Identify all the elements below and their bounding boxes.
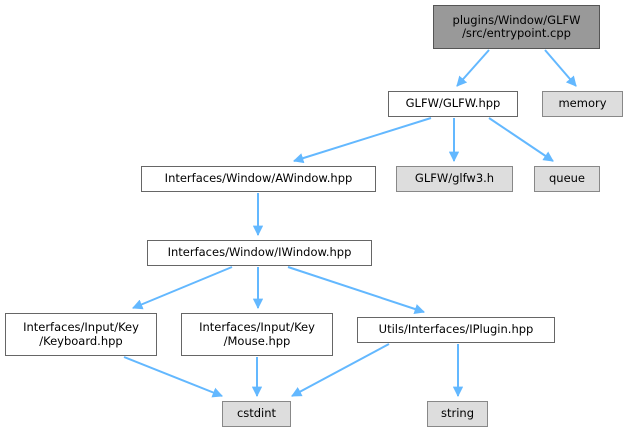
node-cstdint[interactable]: cstdint bbox=[222, 401, 291, 427]
edge-entrypoint-memory bbox=[544, 49, 577, 87]
node-label: Interfaces/Window/AWindow.hpp bbox=[164, 171, 353, 186]
node-interfaces-window-iwindow-hpp[interactable]: Interfaces/Window/IWindow.hpp bbox=[147, 240, 372, 266]
node-label: cstdint bbox=[236, 406, 277, 421]
node-label: memory bbox=[558, 96, 607, 111]
node-string[interactable]: string bbox=[427, 401, 488, 427]
node-label: queue bbox=[548, 171, 586, 186]
node-interfaces-input-key-keyboard-hpp[interactable]: Interfaces/Input/Key /Keyboard.hpp bbox=[5, 313, 157, 356]
node-label: GLFW/glfw3.h bbox=[414, 171, 495, 186]
edge-iwindow-iplugin bbox=[287, 266, 425, 314]
node-utils-interfaces-iplugin-hpp[interactable]: Utils/Interfaces/IPlugin.hpp bbox=[357, 317, 555, 343]
edge-entrypoint-glfw-hpp bbox=[456, 49, 490, 87]
node-label: plugins/Window/GLFW /src/entrypoint.cpp bbox=[452, 12, 581, 40]
node-queue[interactable]: queue bbox=[534, 166, 600, 192]
edge-glfw-hpp-awindow bbox=[293, 117, 432, 164]
node-label: Interfaces/Window/IWindow.hpp bbox=[167, 245, 352, 260]
node-interfaces-input-key-mouse-hpp[interactable]: Interfaces/Input/Key /Mouse.hpp bbox=[181, 313, 333, 356]
edge-iplugin-cstdint bbox=[291, 343, 390, 397]
node-label: string bbox=[440, 406, 474, 421]
node-label: Utils/Interfaces/IPlugin.hpp bbox=[378, 322, 534, 337]
edge-glfw-hpp-queue bbox=[488, 117, 554, 162]
node-glfw-glfw3-h[interactable]: GLFW/glfw3.h bbox=[396, 166, 513, 192]
node-interfaces-window-awindow-hpp[interactable]: Interfaces/Window/AWindow.hpp bbox=[141, 166, 376, 192]
node-memory[interactable]: memory bbox=[542, 91, 623, 117]
node-label: Interfaces/Input/Key /Mouse.hpp bbox=[199, 320, 315, 348]
node-entrypoint-cpp[interactable]: plugins/Window/GLFW /src/entrypoint.cpp bbox=[433, 5, 600, 49]
node-glfw-glfw-hpp[interactable]: GLFW/GLFW.hpp bbox=[388, 91, 518, 117]
edge-iwindow-keyboard bbox=[132, 266, 233, 310]
node-label: Interfaces/Input/Key /Keyboard.hpp bbox=[23, 320, 139, 348]
node-label: GLFW/GLFW.hpp bbox=[405, 96, 501, 111]
edge-keyboard-cstdint bbox=[123, 356, 223, 398]
